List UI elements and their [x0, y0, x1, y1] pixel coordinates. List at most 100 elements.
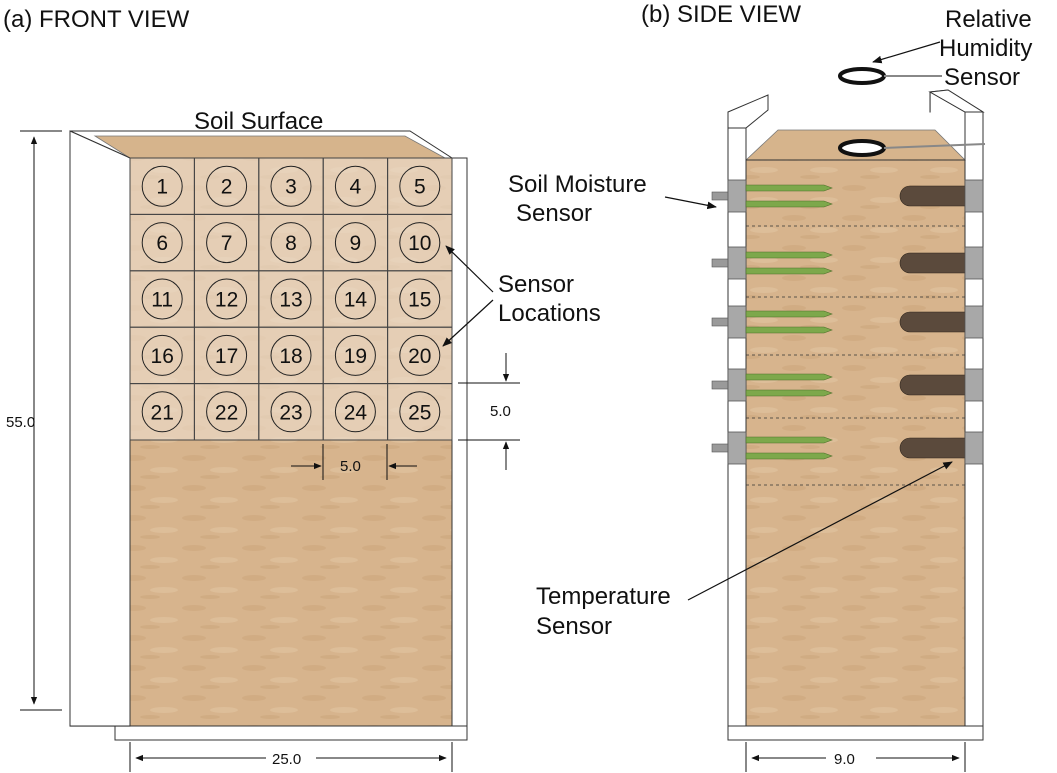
- sensor-location-circle: [141, 391, 183, 433]
- rh-sensor-legend-symbol: [838, 67, 942, 85]
- rh-label-line1: Relative: [945, 6, 1032, 33]
- temperature-sensor-probe: [899, 374, 966, 396]
- sensor-location-circle: [334, 278, 376, 320]
- sensor-location-circle: [206, 278, 248, 320]
- sensor-locations-label-line2: Locations: [498, 300, 601, 327]
- moisture-sensor-connector: [727, 305, 747, 339]
- sensor-location-number: 10: [408, 232, 431, 255]
- front-soil-column: [69, 130, 468, 741]
- side-view-title: (b) SIDE VIEW: [641, 1, 801, 28]
- arrow-to-sensor-20: [442, 299, 494, 347]
- sensor-location-number: 8: [285, 232, 297, 255]
- moisture-sensor-cable: [711, 443, 731, 453]
- moisture-sensor-prong: [745, 200, 833, 208]
- sensor-location-number: 13: [279, 289, 302, 312]
- temperature-sensor-connector: [964, 368, 984, 402]
- rh-label-line3: Sensor: [944, 64, 1020, 91]
- sensor-location-number: 18: [279, 345, 302, 368]
- sensor-location-circle: [141, 278, 183, 320]
- sensor-location-number: 23: [279, 401, 302, 424]
- sensor-location-number: 12: [215, 289, 238, 312]
- sensor-location-circle: [141, 222, 183, 264]
- temperature-sensor-probe: [899, 252, 966, 274]
- sensor-location-circle: [270, 278, 312, 320]
- sensor-location-circle: [270, 391, 312, 433]
- cell-height-dimension-label: 5.0: [490, 403, 511, 420]
- moisture-sensor-cable: [711, 317, 731, 327]
- sensor-grid-cell: [387, 383, 453, 441]
- sensor-location-number: 22: [215, 401, 238, 424]
- moisture-sensor-prong: [745, 267, 833, 275]
- temperature-sensor-probe: [899, 185, 966, 207]
- sensor-location-circle: [270, 222, 312, 264]
- rh-label-line2: Humidity: [939, 35, 1032, 62]
- sensor-location-number: 15: [408, 289, 431, 312]
- sensor-location-circle: [270, 165, 312, 207]
- moisture-sensor-connector: [727, 368, 747, 402]
- sensor-locations-label-line1: Sensor: [498, 271, 574, 298]
- sensor-location-circle: [206, 391, 248, 433]
- moisture-sensor-cable: [711, 258, 731, 268]
- moisture-sensor-prong: [745, 436, 833, 444]
- temperature-sensor-connector: [964, 431, 984, 465]
- sensor-location-circle: [206, 222, 248, 264]
- sensor-location-number: 17: [215, 345, 238, 368]
- sensor-location-number: 2: [221, 176, 233, 199]
- moisture-sensor-prong: [745, 389, 833, 397]
- sensor-location-circle: [206, 165, 248, 207]
- temperature-sensor-probe: [899, 311, 966, 333]
- sensor-location-circle: [399, 165, 441, 207]
- arrow-to-temperature-sensor: [687, 461, 953, 601]
- height-dimension-label: 55.0: [6, 414, 35, 431]
- moisture-sensor-connector: [727, 246, 747, 280]
- sensor-location-circle: [334, 165, 376, 207]
- sensor-location-number: 14: [344, 289, 368, 312]
- sensor-location-circle: [206, 334, 248, 376]
- sensor-location-number: 16: [151, 345, 174, 368]
- temperature-sensor-connector: [964, 305, 984, 339]
- temperature-label-line2: Sensor: [536, 613, 612, 640]
- sensor-location-circle: [141, 334, 183, 376]
- sensor-location-number: 1: [156, 176, 168, 199]
- temperature-sensor-connector: [964, 246, 984, 280]
- moisture-label-line1: Soil Moisture: [508, 171, 647, 198]
- cell-width-dimension-label: 5.0: [340, 458, 361, 475]
- height-dimension: [20, 130, 62, 711]
- moisture-sensor-cable: [711, 380, 731, 390]
- sensor-location-number: 6: [156, 232, 168, 255]
- width-dimension-label: 25.0: [272, 751, 301, 768]
- moisture-sensor-prong: [745, 452, 833, 460]
- sensor-location-number: 19: [344, 345, 367, 368]
- arrow-to-sensor-10: [445, 245, 494, 293]
- moisture-sensor-prong: [745, 310, 833, 318]
- arrow-to-moisture-sensor: [664, 196, 717, 210]
- moisture-sensor-prong: [745, 251, 833, 259]
- moisture-sensor-prong: [745, 373, 833, 381]
- soil-surface-label: Soil Surface: [194, 108, 323, 135]
- sensor-location-circle: [334, 334, 376, 376]
- sensor-location-number: 11: [151, 289, 173, 312]
- sensor-location-circle: [399, 391, 441, 433]
- sensor-location-number: 20: [408, 345, 431, 368]
- sensor-location-number: 3: [285, 176, 297, 199]
- moisture-sensor-cable: [711, 191, 731, 201]
- sensor-location-number: 4: [350, 176, 362, 199]
- moisture-sensor-connector: [727, 179, 747, 213]
- sensor-location-circle: [399, 222, 441, 264]
- front-view-title: (a) FRONT VIEW: [3, 6, 190, 33]
- rh-sensor-in-column: [838, 139, 986, 157]
- moisture-label-line2: Sensor: [516, 200, 592, 227]
- sensor-location-number: 7: [221, 232, 233, 255]
- moisture-sensor-prong: [745, 326, 833, 334]
- sensor-location-number: 9: [350, 232, 362, 255]
- cell-width-dimension: [291, 444, 417, 480]
- temperature-sensor-connector: [964, 179, 984, 213]
- arrow-to-rh-sensor: [872, 41, 941, 64]
- sensor-location-circle: [141, 165, 183, 207]
- sensor-location-circle: [334, 222, 376, 264]
- side-width-dimension-label: 9.0: [834, 751, 855, 768]
- sensor-location-circle: [399, 334, 441, 376]
- sensor-location-circle: [270, 334, 312, 376]
